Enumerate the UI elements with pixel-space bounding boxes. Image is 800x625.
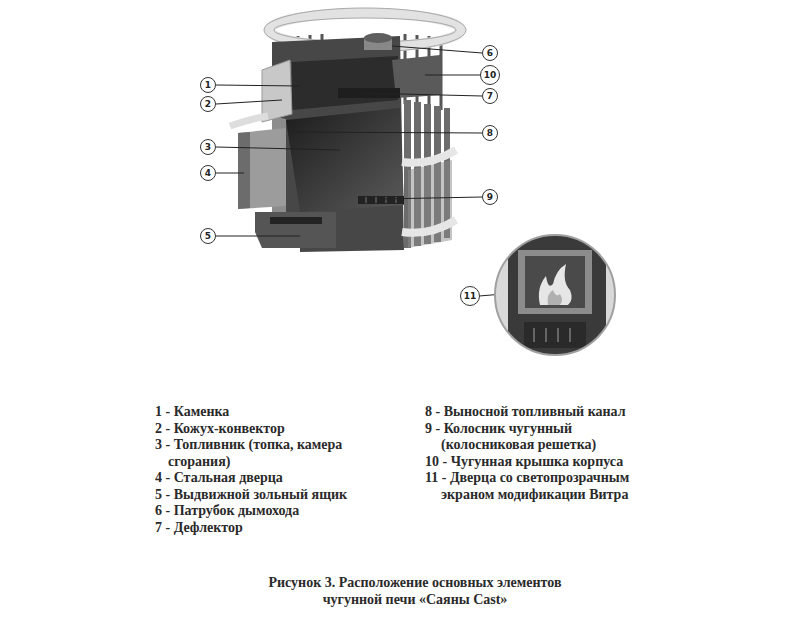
figure-caption: Рисунок 3. Расположение основных элемент… bbox=[238, 574, 592, 608]
callout-circle: 11 bbox=[460, 286, 480, 306]
legend-item: 9 - Колосник чугунный (колосниковая реше… bbox=[425, 421, 631, 454]
callout-circle: 7 bbox=[482, 88, 498, 104]
callout-number: 6 bbox=[487, 49, 493, 58]
legend-item: 3 - Топливник (топка, камера сгорания) bbox=[155, 437, 367, 470]
legend-item: 10 - Чугунная крышка корпуса bbox=[425, 454, 631, 471]
legend-item: 2 - Кожух-конвектор bbox=[155, 421, 367, 438]
callout-circle: 4 bbox=[200, 165, 216, 181]
callout-circle: 5 bbox=[200, 228, 216, 244]
callout-number: 3 bbox=[205, 143, 211, 152]
legend-item: 6 - Патрубок дымохода bbox=[155, 503, 367, 520]
callout-circle: 6 bbox=[482, 45, 498, 61]
callout-circle: 8 bbox=[482, 125, 498, 141]
callout-number: 8 bbox=[487, 129, 493, 138]
callout-circle: 9 bbox=[482, 189, 498, 205]
callout-number: 10 bbox=[484, 71, 497, 80]
legend-item: 5 - Выдвижной зольный ящик bbox=[155, 487, 367, 504]
callout-number: 1 bbox=[205, 81, 211, 90]
legend-item: 1 - Каменка bbox=[155, 404, 367, 421]
callout-circle: 3 bbox=[200, 139, 216, 155]
callout-number: 11 bbox=[464, 292, 477, 301]
callout-number: 2 bbox=[205, 100, 211, 109]
callout-number: 7 bbox=[487, 92, 493, 101]
callout-circle: 1 bbox=[200, 77, 216, 93]
callout-circle: 10 bbox=[480, 65, 500, 85]
callout-circle: 2 bbox=[200, 96, 216, 112]
callout-number: 9 bbox=[487, 193, 493, 202]
legend-item: 4 - Стальная дверца bbox=[155, 470, 367, 487]
callout-number: 4 bbox=[205, 169, 211, 178]
legend-item: 11 - Дверца со светопрозрачным экраном м… bbox=[425, 470, 631, 503]
legend-item: 8 - Выносной топливный канал bbox=[425, 404, 631, 421]
callout-number: 5 bbox=[205, 232, 211, 241]
legend-item: 7 - Дефлектор bbox=[155, 520, 367, 537]
